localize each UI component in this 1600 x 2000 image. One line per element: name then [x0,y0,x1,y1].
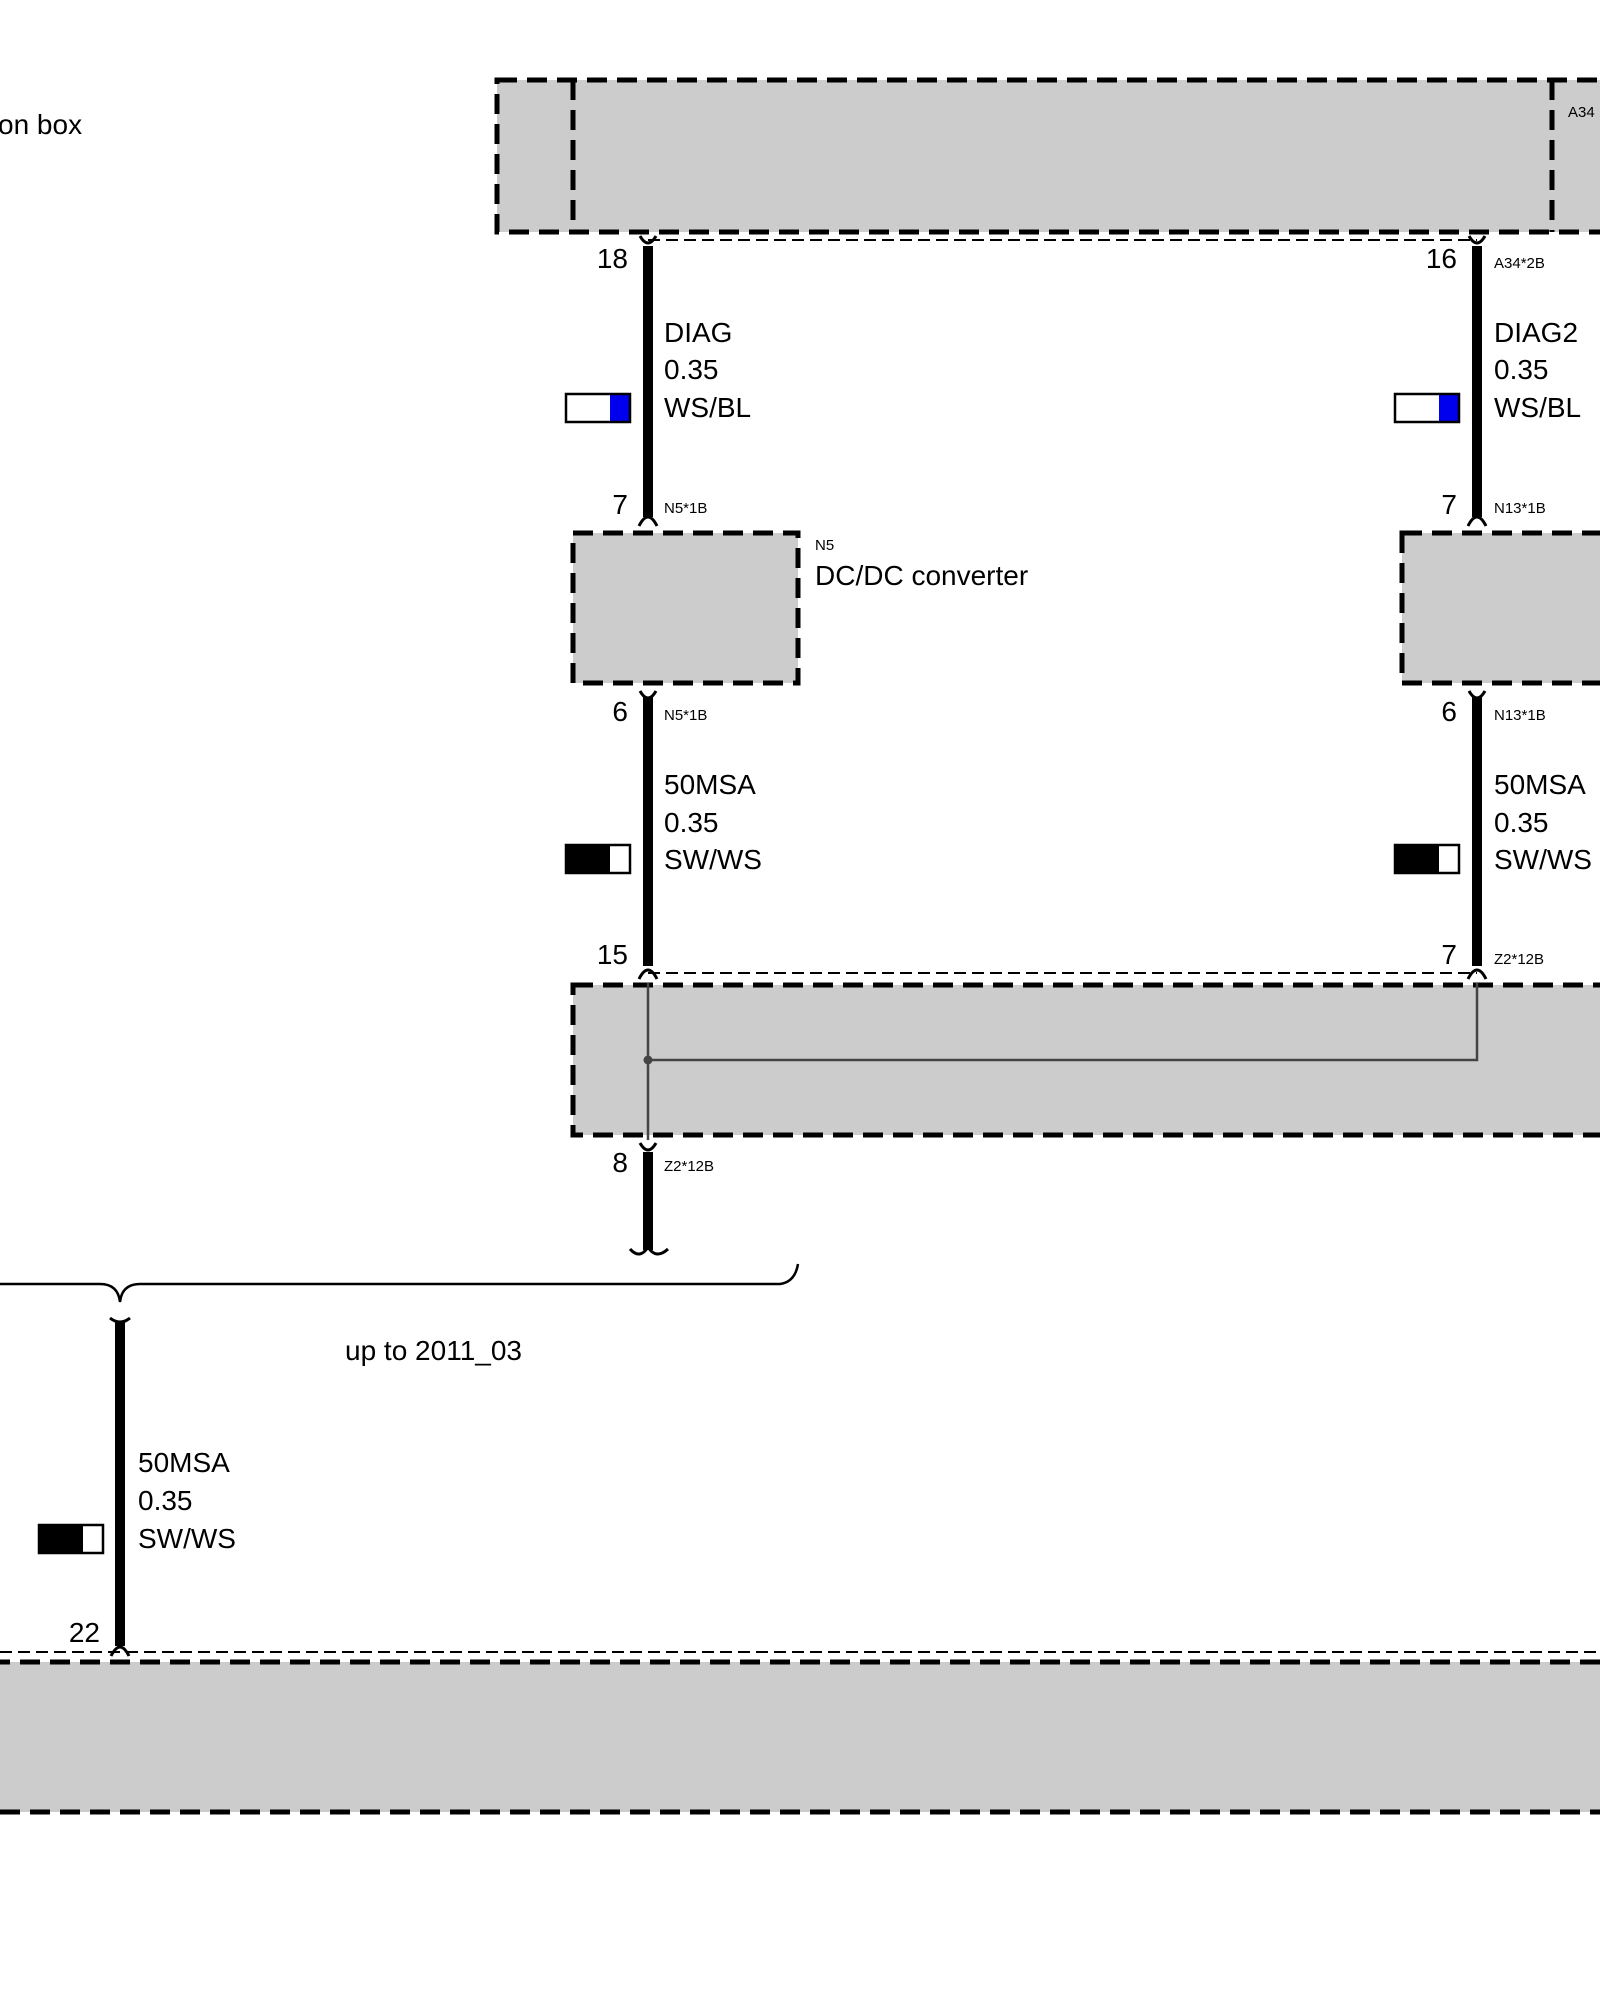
junction-box-label: on box [0,109,82,140]
wire-swatch-frame [564,392,632,424]
wire-swatch-secondary [610,845,630,873]
wire-swatch-primary [1395,394,1439,422]
wire-swatch-frame [1393,843,1461,875]
pin-cap-15 [637,968,659,980]
connector-n5-1b-top: N5*1B [664,500,707,517]
pin-cap-8 [638,1142,658,1152]
pin-22: 22 [69,1617,100,1648]
wire-color: WS/BL [1494,392,1581,423]
z2-internal-bridge [646,983,1479,1062]
pin-16: 16 [1426,243,1457,274]
pin-cap-18 [638,235,658,245]
wire-swatch-50msa-bottom [37,1523,105,1555]
connector-a34-2b: A34*2B [1494,255,1545,272]
wire-swatch-frame [37,1523,105,1555]
connector-n13-1b-bottom: N13*1B [1494,707,1546,724]
wire-break-symbol [628,1244,670,1256]
component-a34-tag: A34 [1568,104,1595,121]
brace-tail [109,1316,131,1324]
pin-7-z2: 7 [1441,939,1457,970]
wire-color: SW/WS [664,844,762,875]
wire-color: WS/BL [664,392,751,423]
pin-cap-16 [1467,235,1487,245]
wire-swatch-diag2 [1393,392,1461,424]
wire-label-50msa-right: 50MSA 0.35 SW/WS [1494,769,1592,875]
component-a34-body [494,77,1600,235]
component-n5-dcdc-converter [570,530,801,686]
wire-label-diag2: DIAG2 0.35 WS/BL [1494,317,1581,423]
wire-swatch-primary [566,845,610,873]
pin-cap-7-n13 [1466,515,1488,527]
wire-swatch-50msa-left [564,843,632,875]
component-n5-name: DC/DC converter [815,560,1028,591]
pin-7-n13: 7 [1441,489,1457,520]
wire-gauge: 0.35 [664,807,719,838]
pin-7-n5: 7 [612,489,628,520]
pin-6-n5: 6 [612,696,628,727]
wire-gauge: 0.35 [664,354,719,385]
wire-gauge: 0.35 [1494,354,1549,385]
pin-8: 8 [612,1147,628,1178]
wire-signal: DIAG2 [1494,317,1578,348]
wire-signal: DIAG [664,317,732,348]
wire-swatch-frame [564,843,632,875]
wire-swatch-secondary [83,1525,103,1553]
splice-node [643,1055,653,1065]
connector-z2-12b-bottom: Z2*12B [664,1158,714,1175]
wire-swatch-secondary [610,394,630,422]
wire-color: SW/WS [138,1523,236,1554]
pin-cap-6-n13 [1467,690,1487,700]
wire-swatch-diag [564,392,632,424]
wire-swatch-primary [39,1525,83,1553]
wire-swatch-secondary [1439,394,1459,422]
wire-label-50msa-left: 50MSA 0.35 SW/WS [664,769,762,875]
connector-n5-1b-bottom: N5*1B [664,707,707,724]
pin-cap-7-n5 [637,515,659,527]
pin-cap-7-z2 [1466,968,1488,980]
variant-brace [0,1263,800,1303]
wire-signal: 50MSA [664,769,756,800]
component-bottom [0,1659,1600,1815]
wire-signal: 50MSA [1494,769,1586,800]
pin-18: 18 [597,243,628,274]
component-a34 [494,77,1600,241]
pin-6-n13: 6 [1441,696,1457,727]
wire-gauge: 0.35 [138,1485,193,1516]
connector-z2-12b-right: Z2*12B [1494,951,1544,968]
wire-signal: 50MSA [138,1447,230,1478]
date-range-label: up to 2011_03 [345,1335,522,1366]
wire-color: SW/WS [1494,844,1592,875]
wire-label-diag: DIAG 0.35 WS/BL [664,317,751,423]
wire-swatch-50msa-right [1393,843,1461,875]
component-n13 [1399,530,1600,686]
wire-swatch-secondary [1439,845,1459,873]
wire-swatch-frame [1393,392,1461,424]
wire-swatch-primary [566,394,610,422]
wire-gauge: 0.35 [1494,807,1549,838]
pin-15: 15 [597,939,628,970]
component-n5-tag: N5 [815,537,834,554]
wire-swatch-primary [1395,845,1439,873]
wire-label-50msa-bottom: 50MSA 0.35 SW/WS [138,1447,236,1554]
pin-cap-6-n5 [638,690,658,700]
pin-cap-22 [109,1645,131,1657]
connector-n13-1b-top: N13*1B [1494,500,1546,517]
